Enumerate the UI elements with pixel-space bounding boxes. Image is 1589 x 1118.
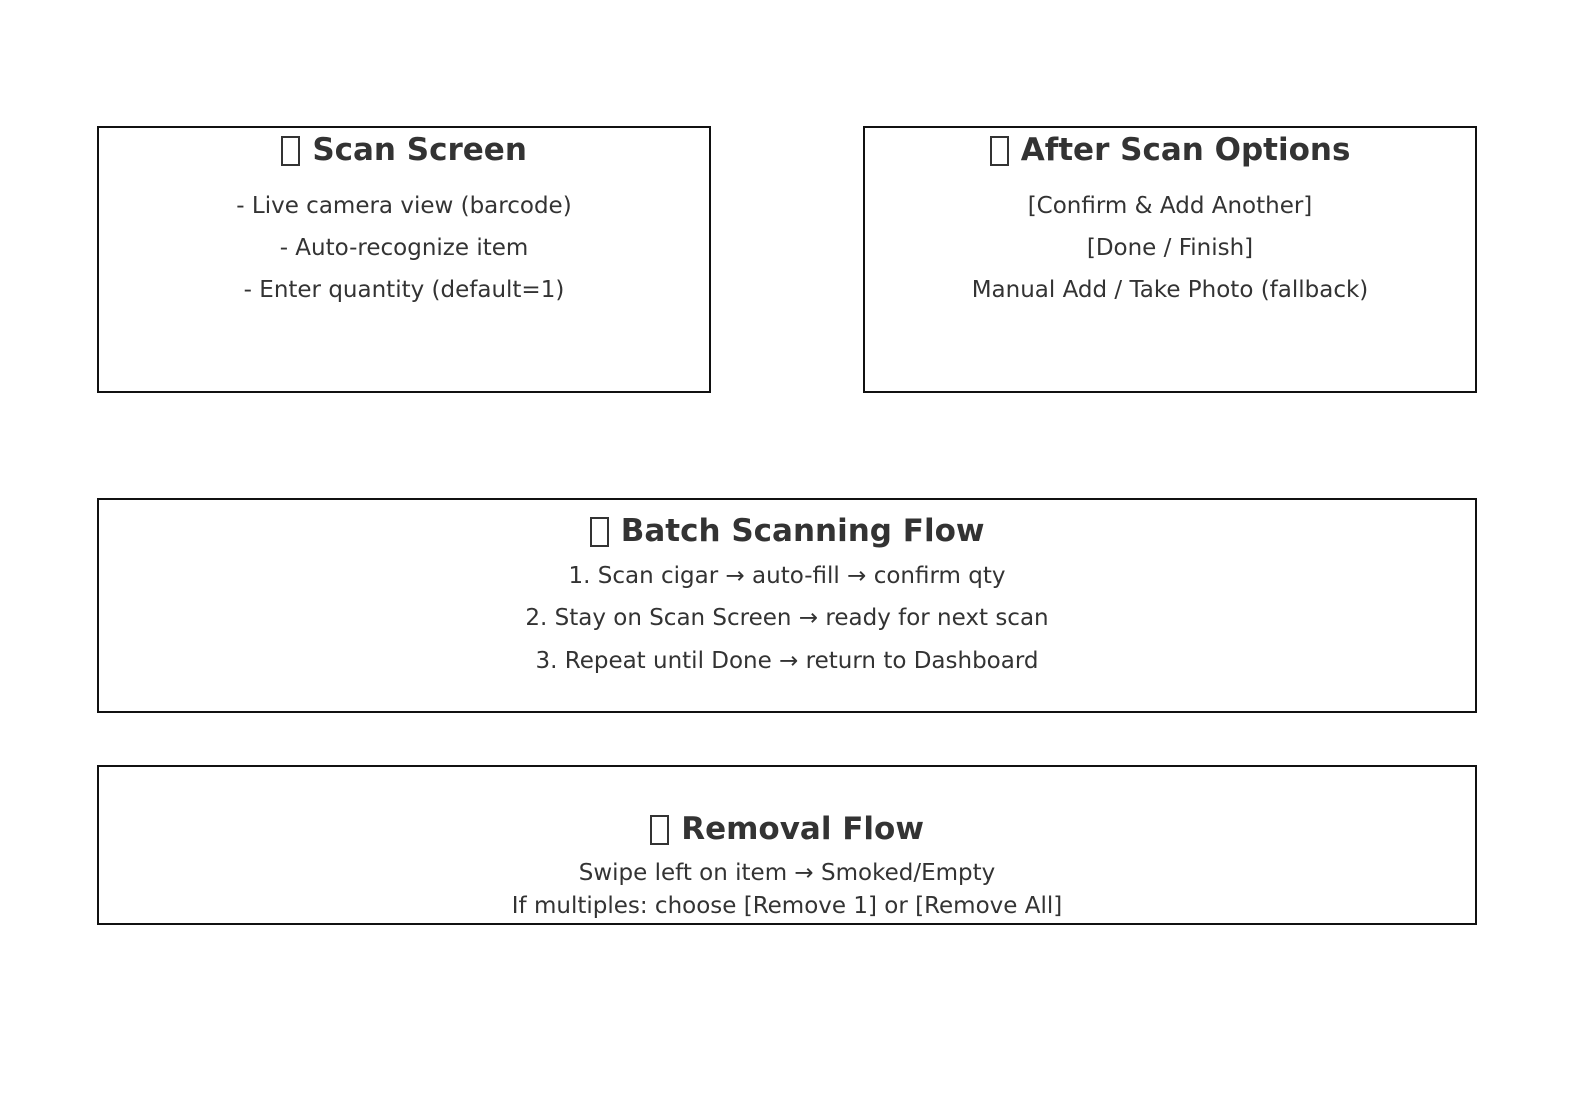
after-scan-option-line: Manual Add / Take Photo (fallback) [971,277,1369,303]
batch-flow-step: 2. Stay on Scan Screen → ready for next … [525,605,1049,631]
after-scan-options-panel: After Scan Options [Confirm & Add Anothe… [863,126,1477,393]
batch-flow-step: 3. Repeat until Done → return to Dashboa… [535,648,1039,674]
scan-screen-title: Scan Screen [99,132,709,168]
box-glyph-icon [989,136,1009,166]
removal-flow-title: Removal Flow [99,811,1475,847]
scan-screen-panel: Scan Screen - Live camera view (barcode)… [97,126,711,393]
after-scan-option-line: [Done / Finish] [1086,235,1254,261]
removal-flow-line: If multiples: choose [Remove 1] or [Remo… [511,893,1063,919]
box-glyph-icon [650,815,670,845]
removal-flow-panel: Removal Flow Swipe left on item → Smoked… [97,765,1477,925]
after-scan-options-title: After Scan Options [865,132,1475,168]
box-glyph-icon [281,136,301,166]
after-scan-option-line: [Confirm & Add Another] [1027,193,1313,219]
removal-flow-line: Swipe left on item → Smoked/Empty [578,860,996,886]
scan-screen-line: - Auto-recognize item [279,235,529,261]
scan-screen-line: - Live camera view (barcode) [236,193,572,219]
batch-scanning-flow-title: Batch Scanning Flow [99,513,1475,549]
batch-scanning-flow-panel: Batch Scanning Flow 1. Scan cigar → auto… [97,498,1477,713]
batch-flow-step: 1. Scan cigar → auto-fill → confirm qty [568,563,1006,589]
scan-screen-line: - Enter quantity (default=1) [243,277,565,303]
box-glyph-icon [589,517,609,547]
